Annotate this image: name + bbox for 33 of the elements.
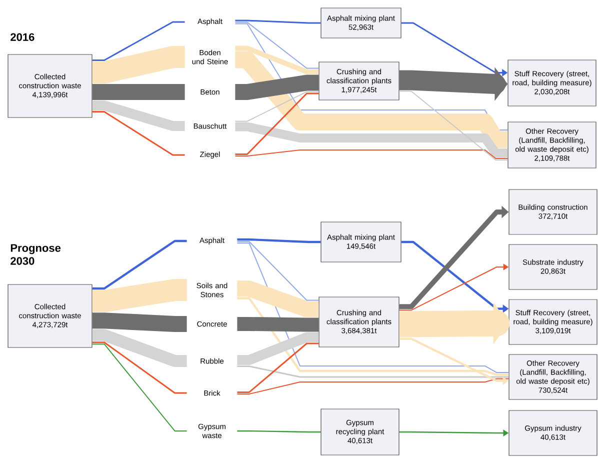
flow-line [236, 242, 510, 374]
flow-line [237, 342, 319, 393]
year-heading: 2016 [10, 33, 34, 41]
flow-band [92, 312, 187, 332]
flow-line [398, 90, 508, 160]
flow-line [92, 240, 187, 290]
flow-line [236, 241, 320, 301]
flow-band [235, 74, 319, 100]
flow-band [235, 122, 508, 158]
flow-line [92, 344, 188, 432]
flow-line [237, 238, 321, 244]
flow-band [235, 46, 319, 74]
flow-line [235, 20, 321, 24]
flow-line [92, 21, 185, 61]
flow-band [237, 280, 319, 318]
flow-band [237, 317, 319, 332]
flow-line [92, 111, 185, 156]
flow-band [92, 329, 187, 367]
flow-band [92, 100, 185, 131]
flow-line [235, 92, 319, 155]
flow-band [235, 51, 508, 148]
flow-line [92, 342, 187, 394]
flow-line [237, 366, 509, 378]
flow-line [234, 91, 320, 122]
year-heading: Prognose 2030 [10, 244, 61, 265]
flow-line [234, 150, 508, 159]
flow-line [237, 297, 509, 376]
flow-line [237, 430, 321, 433]
flow-band [92, 279, 187, 312]
flow-band [92, 46, 185, 84]
flow-line [236, 378, 510, 394]
flow-band [237, 332, 319, 365]
flow-line [234, 22, 320, 69]
